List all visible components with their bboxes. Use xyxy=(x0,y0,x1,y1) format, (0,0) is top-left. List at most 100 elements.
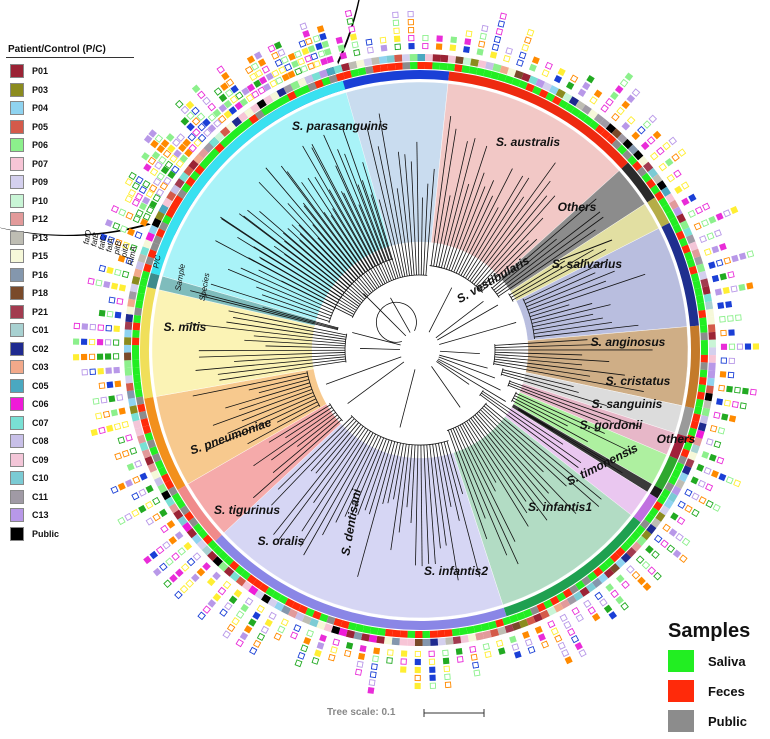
gene-presence-square xyxy=(672,549,682,559)
patient-ring-segment xyxy=(283,83,294,94)
branch xyxy=(447,430,488,540)
gene-presence-square xyxy=(715,259,724,267)
gene-presence-square xyxy=(114,268,122,277)
branch xyxy=(481,407,567,487)
branch xyxy=(466,420,528,514)
branch xyxy=(529,304,570,318)
patient-ring-segment xyxy=(489,628,500,638)
gene-presence-square xyxy=(257,58,267,67)
branch xyxy=(435,195,451,267)
clade-label: S. parasanguinis xyxy=(292,119,388,133)
branch xyxy=(221,218,341,298)
gene-presence-square xyxy=(104,219,113,228)
sample-ring-segment xyxy=(665,210,676,221)
gene-presence-square xyxy=(518,51,527,60)
gene-presence-square xyxy=(591,612,601,622)
branch xyxy=(439,322,517,345)
patient-ring-segment xyxy=(518,618,529,629)
patient-ring-segment xyxy=(220,126,231,137)
legend-item: P15 xyxy=(10,249,130,263)
patient-ring-segment xyxy=(687,451,698,461)
gene-presence-square xyxy=(147,156,157,166)
gene-presence-square xyxy=(271,69,280,78)
gene-presence-square xyxy=(330,646,338,654)
sample-ring-segment xyxy=(700,347,708,356)
gene-presence-square xyxy=(711,245,720,254)
gene-presence-square xyxy=(666,174,676,183)
branch xyxy=(311,144,386,284)
patient-ring-segment xyxy=(633,150,644,161)
samples-swatch xyxy=(668,680,694,702)
gene-presence-square xyxy=(106,381,114,389)
gene-presence-square xyxy=(428,650,435,657)
sample-ring-segment xyxy=(446,63,456,72)
gene-presence-square xyxy=(258,76,268,85)
branch xyxy=(301,182,366,273)
gene-presence-square xyxy=(370,663,378,671)
patient-ring-segment xyxy=(504,624,514,634)
gene-presence-square xyxy=(124,194,133,204)
gene-presence-square xyxy=(110,485,119,494)
branch xyxy=(511,400,588,443)
gene-presence-square xyxy=(359,645,367,653)
gene-presence-square xyxy=(299,22,308,31)
legend-item: P01 xyxy=(10,64,130,78)
patient-ring-segment xyxy=(168,503,180,514)
patient-ring-segment xyxy=(695,429,705,440)
branch xyxy=(494,339,588,346)
gene-presence-square xyxy=(246,83,256,92)
gene-presence-square xyxy=(228,106,238,115)
legend-item: P10 xyxy=(10,193,130,208)
branch xyxy=(313,427,367,503)
branch xyxy=(239,213,345,294)
gene-presence-square xyxy=(746,282,754,290)
gene-presence-square xyxy=(154,161,163,170)
sample-ring-segment xyxy=(291,601,302,612)
gene-presence-square xyxy=(505,47,513,55)
patient-ring-segment xyxy=(414,638,423,646)
legend-label: P21 xyxy=(32,306,49,317)
gene-presence-square xyxy=(192,128,201,137)
gene-presence-square xyxy=(301,47,310,56)
gene-presence-square xyxy=(626,565,635,574)
legend-swatch xyxy=(10,212,24,226)
sample-ring-segment xyxy=(132,337,140,346)
gene-presence-square xyxy=(106,310,114,318)
gene-presence-square xyxy=(114,452,123,461)
legend-label: C05 xyxy=(32,380,49,391)
gene-presence-square xyxy=(728,329,735,336)
sample-ring-segment xyxy=(700,332,708,341)
patient-ring-segment xyxy=(535,78,546,89)
gene-presence-square xyxy=(414,658,421,666)
gene-presence-square xyxy=(185,100,195,110)
gene-presence-square xyxy=(528,63,537,72)
sample-ring-segment xyxy=(468,66,478,75)
gene-presence-square xyxy=(594,591,603,601)
branch xyxy=(433,128,457,267)
branch xyxy=(219,360,346,381)
sample-ring-segment xyxy=(135,299,144,309)
gene-presence-square xyxy=(315,42,323,51)
sample-ring-segment xyxy=(424,62,433,70)
gene-presence-square xyxy=(752,343,760,350)
gene-presence-square xyxy=(191,106,200,116)
legend-item: P03 xyxy=(10,82,130,97)
gene-presence-square xyxy=(656,146,665,156)
sample-ring-segment xyxy=(261,105,272,116)
branch xyxy=(297,414,338,447)
gene-presence-square xyxy=(294,67,303,76)
sample-ring-segment xyxy=(137,403,146,413)
gene-presence-square xyxy=(313,60,321,68)
branch xyxy=(273,245,360,307)
patient-ring-segment xyxy=(638,155,649,167)
sample-ring-segment xyxy=(451,628,461,637)
branch-arc xyxy=(479,390,484,396)
sample-ring-segment xyxy=(175,498,186,509)
gene-presence-square xyxy=(114,238,123,247)
sample-ring-segment xyxy=(627,155,638,166)
branch xyxy=(301,429,369,532)
gene-presence-square xyxy=(422,34,429,42)
gene-presence-square xyxy=(131,198,141,207)
gene-presence-square xyxy=(722,286,730,295)
gene-presence-square xyxy=(297,651,306,660)
